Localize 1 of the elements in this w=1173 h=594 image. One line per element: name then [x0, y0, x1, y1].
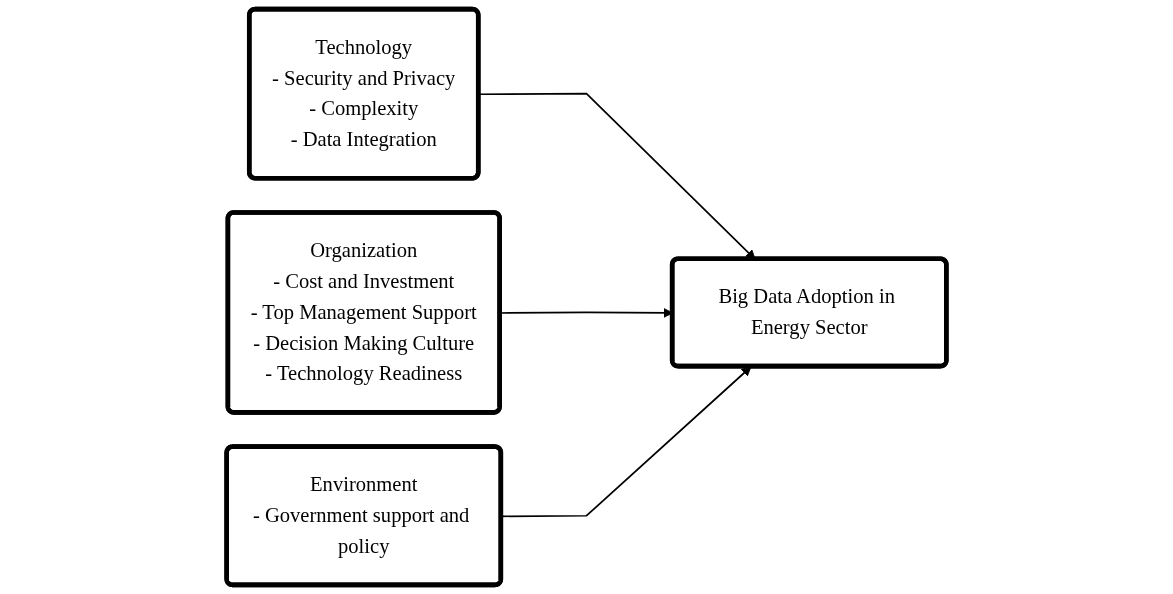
flowchart: Technology - Security and Privacy - Complexity - Data Integration Organization - Cost and Investment - Top Management Support - Decision Making Culture - Technology Readiness Environment - Government support and policy Big Data Adoption in Energy Sector [0, 0, 1173, 594]
